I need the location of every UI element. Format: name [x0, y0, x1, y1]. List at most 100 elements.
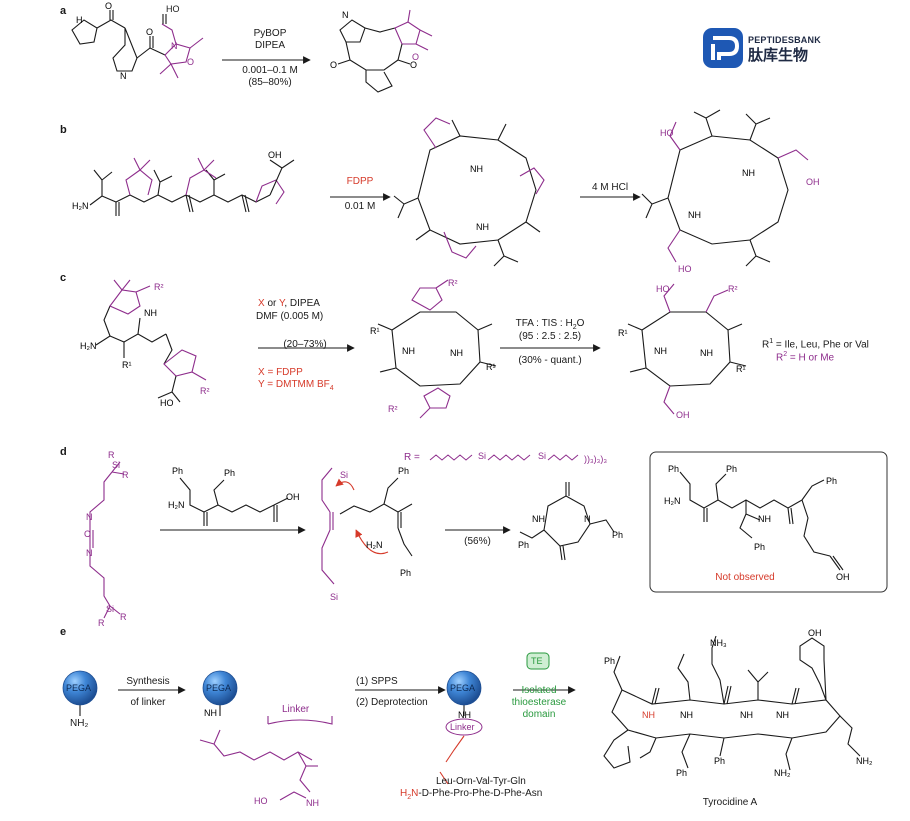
panel-c-r1c: R¹: [486, 362, 496, 372]
panel-e-linker-2: Linker: [450, 722, 475, 732]
panel-d-yield: (56%): [464, 536, 491, 547]
panel-c-r1-def: R1 = Ile, Leu, Phe or Val: [762, 338, 869, 351]
panel-c-r1b: R¹: [370, 326, 380, 336]
panel-d-ph5: Ph: [518, 540, 529, 550]
panel-e-orn-nh3: NH₃: [710, 638, 727, 648]
panel-c-yield2: (30% - quant.): [518, 355, 582, 366]
panel-a-reagent2: DIPEA: [254, 40, 285, 51]
panel-c-step2-ratio: (95 : 2.5 : 2.5): [518, 331, 582, 342]
panel-d-oh: OH: [286, 492, 300, 502]
panel-d-box-ph3: Ph: [754, 542, 765, 552]
panel-d-ph2: Ph: [224, 468, 235, 478]
linker-bubble: [445, 718, 483, 736]
panel-d-r-chain: Si Si ))₃)₃)₃: [429, 451, 607, 464]
panel-a-prod-n: N: [342, 10, 349, 20]
panel-e-nh5: NH: [740, 710, 753, 720]
panel-e-nh3: NH: [458, 710, 471, 720]
te-badge-label: TE: [531, 656, 543, 666]
panel-c-ho2: HO: [656, 284, 670, 294]
panel-e-ho: HO: [254, 796, 268, 806]
panel-e-nh-red: NH: [642, 710, 655, 720]
panel-b-nh4: NH: [476, 222, 489, 232]
pega-label-3: PEGA: [450, 683, 476, 693]
panel-d-r4: R: [120, 612, 127, 622]
panel-d-box-nh: NH: [758, 514, 771, 524]
panel-label-d: d: [60, 446, 67, 458]
panel-e-te-l2: thioesterase: [511, 697, 567, 708]
panel-a-oxaz-o: O: [187, 57, 194, 67]
panel-d-box-ph1: Ph: [668, 464, 679, 474]
panel-d-ph6: Ph: [612, 530, 623, 540]
panel-c-reagents: X or Y, DIPEA: [258, 298, 320, 309]
panel-e-ph1: Ph: [604, 656, 615, 666]
panel-d-ph4: Ph: [398, 466, 409, 476]
panel-c-r2-def: R2 = H or Me: [776, 351, 835, 364]
panel-a-prod-o2: O: [330, 60, 337, 70]
panel-a-condition: 0.001–0.1 M: [242, 65, 298, 76]
panel-a-n-label: N: [120, 71, 127, 81]
panel-d-si3: Si: [340, 470, 348, 480]
pega-bead-2: [202, 670, 238, 706]
panel-e-nh6: NH: [776, 710, 789, 720]
panel-a-acid-label: HO: [166, 4, 180, 14]
panel-a-reagent1: PyBOP: [253, 28, 287, 39]
panel-e-seq1: Leu-Orn-Val-Tyr-Gln: [436, 776, 526, 787]
panel-e-step1-l1: Synthesis: [126, 676, 170, 687]
panel-d-hn: NH: [532, 514, 545, 524]
panel-e-seq2: H2N-D-Phe-Pro-Phe-D-Phe-Asn: [400, 788, 543, 801]
panel-d-n1: N: [86, 512, 93, 522]
panel-label-b: b: [60, 124, 67, 136]
panel-c-h2n: H₂N: [80, 341, 97, 351]
panel-d-h2n: H₂N: [168, 500, 185, 510]
pega-bead-1: [62, 670, 98, 706]
panel-c-nh4: NH: [654, 346, 667, 356]
panel-d-box-oh: OH: [836, 572, 850, 582]
panel-c-y-def: Y = DMTMM BF4: [258, 379, 334, 392]
panel-d-r2: R: [122, 470, 129, 480]
panel-a-o2: O: [146, 27, 153, 37]
panel-c-nh: NH: [144, 308, 157, 318]
panel-c-r2d: R²: [388, 404, 398, 414]
panel-e-gln-nh2: NH₂: [856, 756, 873, 766]
panel-c-oh3: OH: [676, 410, 690, 420]
panel-b-structures: [89, 109, 809, 267]
panel-e-tyr-oh: OH: [808, 628, 822, 638]
panel-c-r2e: R²: [728, 284, 738, 294]
panel-c-nh2: NH: [402, 346, 415, 356]
panel-c-r2a: R²: [154, 282, 164, 292]
panel-a-structures: [71, 9, 433, 93]
panel-c-r1a: R¹: [122, 360, 132, 370]
panel-c-r2b: R²: [200, 386, 210, 396]
te-badge: [526, 652, 550, 670]
panel-e-bead-nh2: NH₂: [70, 718, 89, 729]
panel-c-nh3: NH: [450, 348, 463, 358]
panel-d-r1: R: [108, 450, 115, 460]
panel-d-r3: R: [98, 618, 105, 628]
panel-e-te-l1: Isolated: [521, 685, 557, 696]
panel-b-oh: OH: [268, 150, 282, 160]
panel-b-h2n: H₂N: [72, 201, 89, 211]
panel-d-h2n2: H₂N: [366, 540, 383, 550]
panel-c-nh5: NH: [700, 348, 713, 358]
panel-d-c: C: [84, 529, 91, 539]
panel-label-c: c: [60, 272, 67, 284]
panel-c-x-def: X = FDPP: [258, 367, 303, 378]
panel-e-structures: [79, 635, 861, 801]
panel-d-si1: Si: [112, 460, 120, 470]
panel-d-si2: Si: [106, 604, 114, 614]
pega-label-1: PEGA: [66, 683, 92, 693]
panel-b-nh2: NH: [688, 210, 701, 220]
panel-label-e: e: [60, 626, 67, 638]
panel-a-o1: O: [105, 1, 112, 11]
panel-e-linker: Linker: [282, 704, 310, 715]
panel-e-product: Tyrocidine A: [702, 797, 758, 808]
panel-d-n2: N: [86, 548, 93, 558]
panel-e-nh4: NH: [680, 710, 693, 720]
panel-e-te-l3: domain: [522, 709, 556, 720]
panel-c-structures: [95, 279, 747, 419]
panel-b-step2: 4 M HCl: [591, 182, 629, 193]
panel-e-ph3: Ph: [676, 768, 687, 778]
pega-bead-3: [446, 670, 482, 706]
logo-name: PEPTIDESBANK: [748, 35, 821, 45]
logo-cn: 肽库生物: [748, 47, 809, 64]
